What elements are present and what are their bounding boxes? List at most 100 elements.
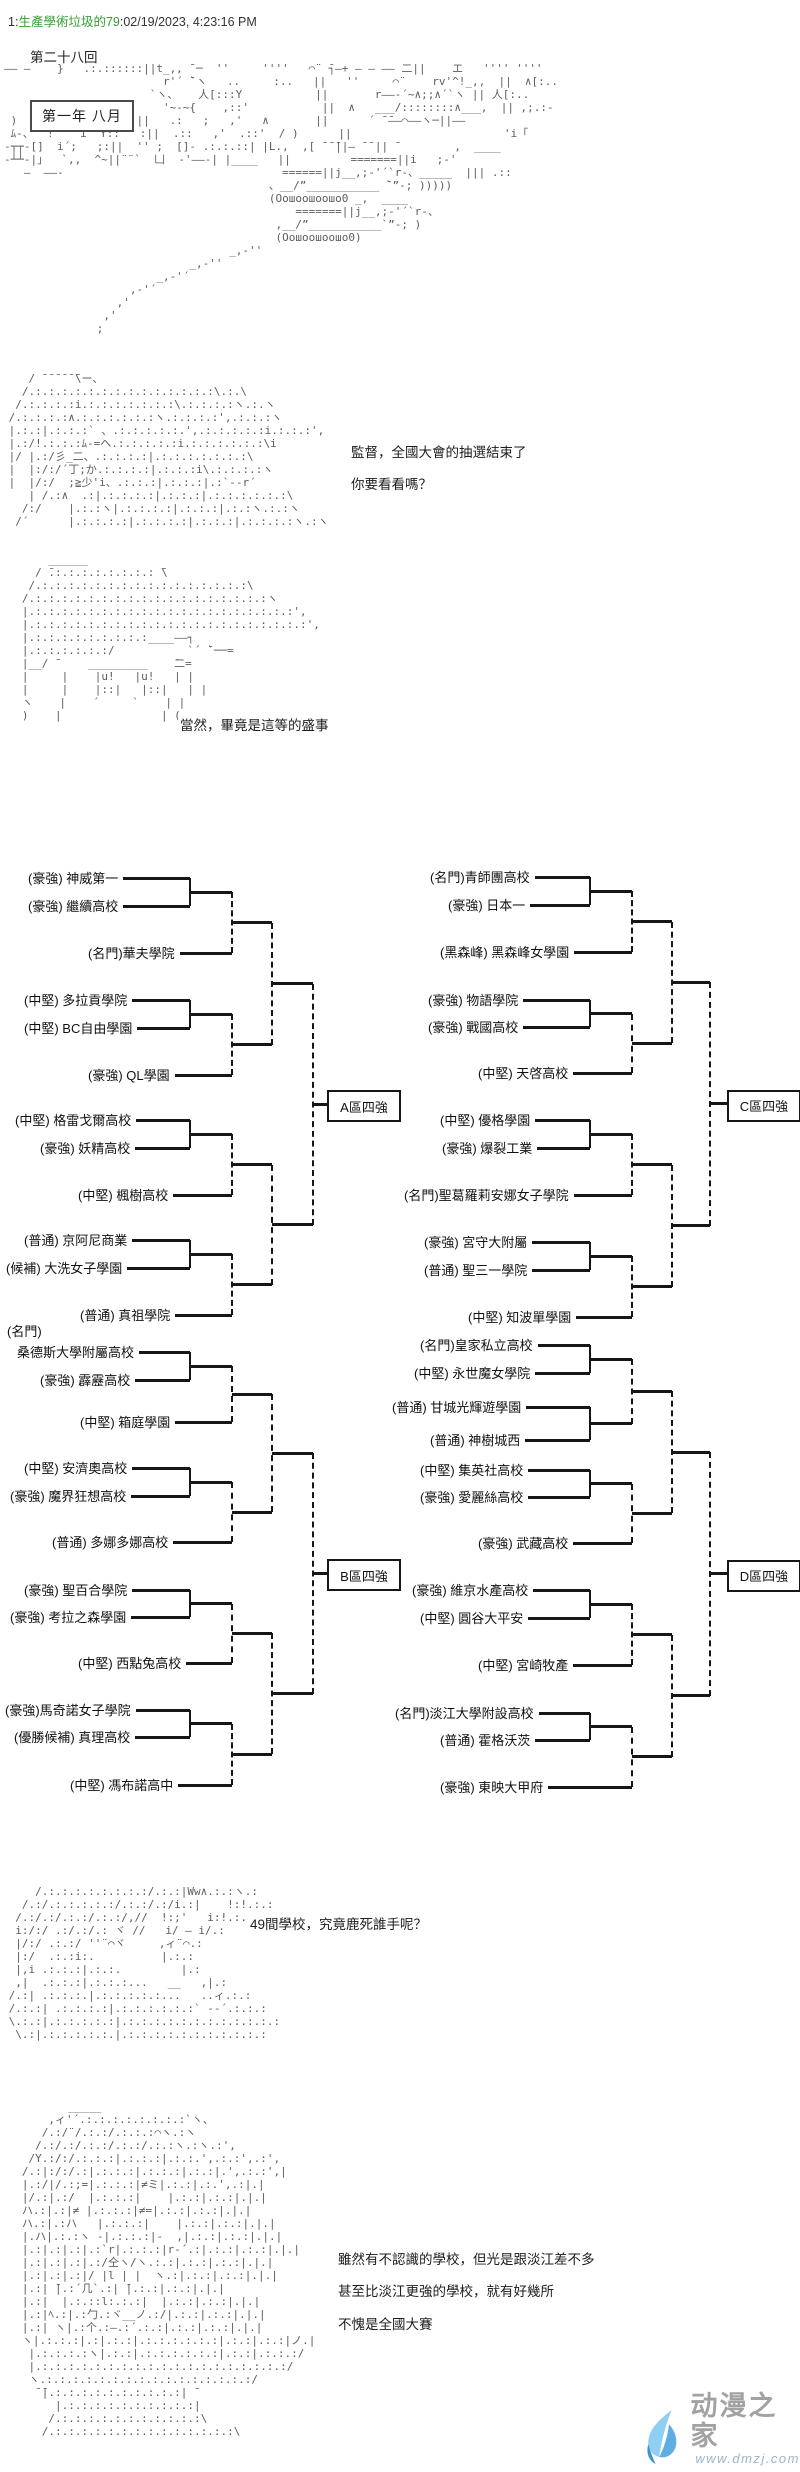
bracket-line-h [632, 1041, 672, 1045]
team-name: (豪強) 戰國高校 [428, 1019, 519, 1035]
team-connector-line [178, 1783, 232, 1787]
team-name: (名門)華夫學院 [88, 945, 175, 961]
team-name: (普通) 多娜多娜高校 [52, 1534, 169, 1550]
team-connector-line [173, 1193, 232, 1197]
bracket-team-row: (豪強) 神威第一 [28, 868, 190, 888]
bracket-line-h [232, 1163, 272, 1166]
bracket-team-row: (豪強) 物語學院 [428, 990, 590, 1010]
team-connector-line [537, 1343, 590, 1347]
bracket-team-row: (中堅) 宮崎牧產 [478, 1655, 632, 1675]
team-name: (豪強) 神威第一 [28, 870, 119, 886]
bracket-line-h [632, 1389, 672, 1393]
bracket-team-row: (中堅) 永世魔女學院 [414, 1363, 590, 1383]
bracket-line-h [590, 1725, 632, 1728]
team-name: (中堅) 集英社高校 [420, 1462, 524, 1478]
bracket-team-row: (中堅) 箱庭學園 [80, 1412, 232, 1432]
dialogue-text: 當然，畢竟是這等的盛事 [178, 714, 331, 734]
bracket-team-row: (豪強) 考拉之森學園 [10, 1607, 190, 1627]
team-connector-line [573, 1663, 632, 1667]
bracket-team-row: (普通) 神樹城西 [430, 1430, 590, 1450]
team-name: (豪強) 妖精高校 [40, 1140, 131, 1156]
dialogue-text: 你要看看嗎？ [349, 473, 434, 493]
team-connector-line [523, 1025, 590, 1029]
bracket-team-row: (中堅) 多拉貢學院 [24, 990, 190, 1010]
team-name: (豪強) 繼續高校 [28, 898, 119, 914]
team-connector-line [179, 951, 232, 955]
team-connector-line [528, 1495, 590, 1499]
bracket-line-h [232, 1392, 272, 1396]
bracket-line-h [272, 1451, 313, 1455]
team-connector-line [132, 998, 190, 1002]
bracket-team-row: (名門)青師團高校 [430, 867, 590, 887]
bracket-line-h [632, 1511, 672, 1515]
bracket-line-h [590, 1602, 632, 1606]
bracket-team-row: (名門)聖葛羅莉安娜女子學院 [404, 1185, 632, 1205]
dialogue-text: 雖然有不認識的學校，但光是跟淡江差不多 [336, 2248, 597, 2268]
team-connector-line [534, 875, 590, 879]
bracket-team-row: (豪強)馬奇諾女子學院 [5, 1700, 190, 1720]
bracket-line-h [232, 1752, 272, 1756]
team-connector-line [576, 1315, 632, 1319]
bracket-line-h [590, 1422, 632, 1425]
team-connector-line [528, 1468, 590, 1472]
bracket-team-row: (中堅) 圓谷大平安 [420, 1608, 590, 1628]
bracket-line-h [190, 1012, 232, 1016]
bracket-line-h [710, 1572, 727, 1576]
team-connector-line [127, 1266, 190, 1270]
team-name: (候補) 大洗女子學園 [6, 1260, 123, 1276]
bracket-line-h [590, 1482, 632, 1485]
bracket-team-row: (普通) 真祖學院 [80, 1305, 232, 1325]
bracket-team-row: (豪強) 維京水產高校 [412, 1580, 590, 1600]
team-connector-line [132, 1588, 190, 1592]
team-name: (豪強) 愛麗絲高校 [420, 1489, 524, 1505]
team-connector-line [132, 1466, 190, 1470]
bracket-team-row: (中堅) 馮布諾高中 [70, 1775, 232, 1795]
bracket-team-row: (豪強) 宮守大附屬 [424, 1232, 590, 1252]
team-name: (豪強) 霹靂高校 [40, 1372, 131, 1388]
bracket-team-row: (名門)淡江大學附設高校 [395, 1703, 590, 1723]
bracket-line-h [232, 921, 272, 924]
team-name: (名門)青師團高校 [430, 869, 530, 885]
bracket-line-h [313, 1102, 327, 1106]
team-name: (中堅) 馮布諾高中 [70, 1777, 174, 1793]
team-connector-line [135, 1708, 190, 1712]
site-watermark: 动漫之家 www.dmzj.com [642, 2391, 800, 2467]
bracket-team-row: (中堅) 集英社高校 [420, 1460, 590, 1480]
bracket-line-h [632, 1755, 672, 1759]
team-name: (中堅) 安濟奧高校 [24, 1460, 128, 1476]
site-url: www.dmzj.com [695, 2451, 800, 2467]
team-name: (豪強) 魔界狂想高校 [10, 1488, 127, 1504]
team-name: (中堅) 天啓高校 [478, 1065, 569, 1081]
bracket-team-row: (候補) 大洗女子學園 [6, 1258, 190, 1278]
team-name: (豪強) 日本一 [448, 897, 526, 913]
bracket-team-row: (普通) 甘城光輝遊學園 [392, 1397, 590, 1417]
team-name: (普通) 聖三一學院 [424, 1262, 528, 1278]
team-connector-line [573, 1541, 632, 1545]
bracket-line-h [590, 1012, 632, 1015]
bracket-line-h [590, 1254, 632, 1258]
ascii-art-character-coach: ______ / ̄.:.:.:.:.:.:.:.: ̄\ /.:.:.:.:.… [21, 553, 320, 722]
bracket-team-row: (中堅) 楓樹高校 [78, 1185, 232, 1205]
team-tier: (名門) [7, 1324, 42, 1339]
team-connector-line [532, 1268, 590, 1272]
team-name: (中堅) 箱庭學園 [80, 1414, 171, 1430]
post-number: 1: [8, 15, 19, 29]
bracket-team-row: (中堅) 格雷戈爾高校 [15, 1110, 190, 1130]
team-connector-line [132, 1238, 190, 1242]
post-author-link[interactable]: 生產學術垃圾的79 [18, 15, 120, 29]
team-name: (中堅) BC自由學園 [24, 1020, 133, 1036]
bracket-team-row: (豪強) 魔界狂想高校 [10, 1486, 190, 1506]
dialogue-text: 49間學校，究竟鹿死誰手呢？ [248, 1913, 430, 1933]
team-name: (中堅) 知波單學園 [468, 1309, 572, 1325]
bracket-team-row: (豪強) 繼續高校 [28, 896, 190, 916]
bracket-team-row: (中堅) BC自由學園 [24, 1018, 190, 1038]
team-connector-line [528, 1616, 590, 1620]
chapter-time-banner: 第一年 八月 [30, 100, 134, 132]
team-name: (優勝候補) 真理高校 [14, 1729, 131, 1745]
bracket-line-h [672, 980, 710, 984]
ascii-art-town-scene: ―― ― } .:.::::::||t_,, ̄ ─ '' '''' ⌒¨ ̄┐… [4, 62, 559, 335]
team-name: (名門)淡江大學附設高校 [395, 1705, 534, 1721]
bracket-team-row: (中堅) 知波單學園 [468, 1307, 632, 1327]
bracket-line-h [272, 982, 313, 985]
